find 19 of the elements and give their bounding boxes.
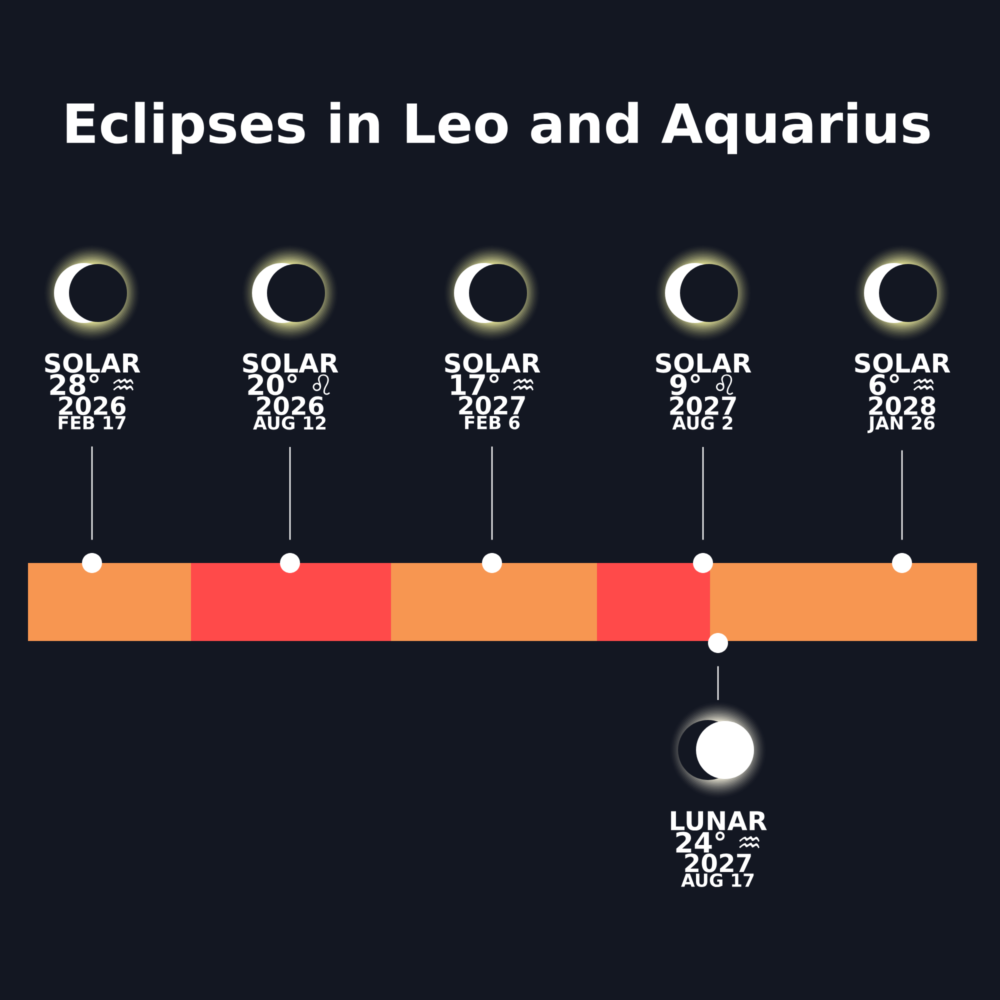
timeline-dot (708, 633, 728, 653)
timeline-dot (482, 553, 502, 573)
leader-line (491, 446, 493, 540)
timeline-dot (892, 553, 912, 573)
eclipse-label: SOLAR 6° ♒ 2028 JAN 26 (855, 353, 950, 434)
leader-line (901, 450, 903, 540)
eclipse-label: SOLAR 28° ♒ 2026 FEB 17 (45, 353, 140, 430)
leader-line (702, 446, 704, 540)
eclipse-label: SOLAR 9° ♌ 2027 AUG 2 (656, 353, 752, 430)
eclipse-label: SOLAR 17° ♒ 2027 FEB 6 (445, 353, 540, 430)
leader-line (289, 446, 291, 540)
timeline-dot (693, 553, 713, 573)
eclipse-label: LUNAR 24° ♒ 2027 AUG 17 (671, 811, 767, 888)
leader-line (717, 666, 719, 700)
title: Eclipses in Leo and Aquarius (66, 102, 930, 154)
eclipse-label: SOLAR 20° ♌ 2026 AUG 12 (243, 353, 338, 430)
leader-line (91, 446, 93, 540)
timeline-dot (280, 553, 300, 573)
timeline-dot (82, 553, 102, 573)
